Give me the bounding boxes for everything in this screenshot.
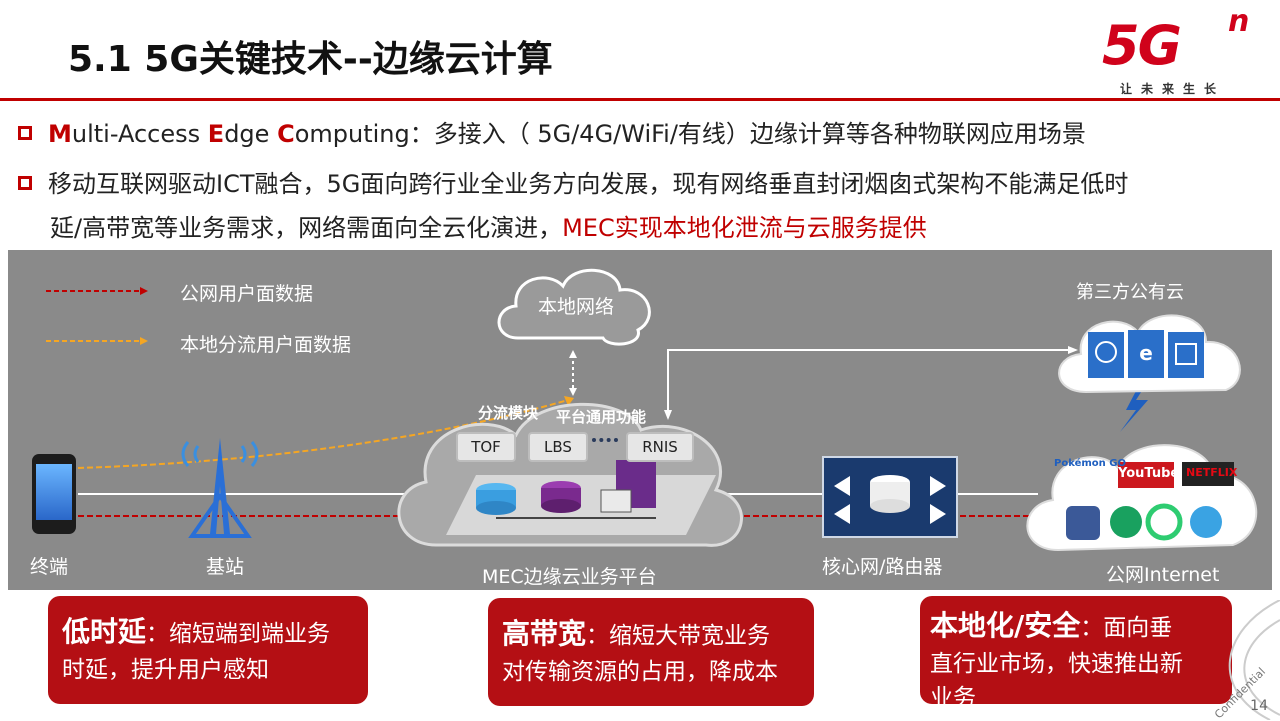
bullet-square-icon <box>18 126 32 140</box>
platform-functions-label: 平台通用功能 <box>556 408 647 426</box>
page-number: 14 <box>1250 698 1268 714</box>
mec-platform-label: MEC边缘云业务平台 <box>482 566 657 588</box>
mec-architecture-diagram: 公网用户面数据 本地分流用户面数据 本地网络 第三方公有云 e Pokémon … <box>8 250 1272 590</box>
router-arrows-icon <box>834 475 946 524</box>
brand-logo: 5G n 让未来生长 <box>1098 4 1273 96</box>
bullet-1-c: C <box>277 120 295 148</box>
terminal-label: 终端 <box>30 556 69 578</box>
callout-low-latency-text-2: 时延，提升用户感知 <box>62 657 269 683</box>
bullet-1-part: omputing：多接入（ 5G/4G/WiFi/有线）边缘计算等各种物联网应用… <box>294 120 1086 148</box>
legend-local-data: 本地分流用户面数据 <box>180 334 352 356</box>
app-pokemon-go: Pokémon GO <box>1054 458 1126 469</box>
local-network-label: 本地网络 <box>538 296 615 318</box>
page-title: 5.1 5G关键技术--边缘云计算 <box>68 39 553 80</box>
module-tof: TOF <box>456 432 516 462</box>
bullet-2-line-1: 移动互联网驱动ICT融合，5G面向跨行业全业务方向发展，现有网络垂直封闭烟囱式架… <box>48 170 1129 198</box>
header-divider <box>0 98 1280 101</box>
callout-localization-title: 本地化/安全 <box>930 609 1081 642</box>
core-router-icon <box>822 456 958 538</box>
base-station-icon <box>181 438 259 538</box>
core-router-label: 核心网/路由器 <box>822 556 943 578</box>
bullet-1-m: M <box>48 120 72 148</box>
app-youtube: YouTube <box>1118 466 1180 481</box>
phone-icon <box>32 454 76 534</box>
split-module-label: 分流模块 <box>478 404 539 422</box>
bullet-1-part: dge <box>224 120 278 148</box>
callout-high-bandwidth-title: 高带宽 <box>502 617 587 650</box>
more-modules-dots-icon <box>592 438 618 448</box>
app-netflix: NETFLIX <box>1186 466 1238 479</box>
bullet-2: 移动互联网驱动ICT融合，5G面向跨行业全业务方向发展，现有网络垂直封闭烟囱式架… <box>18 164 1128 199</box>
callout-high-bandwidth-text: ：缩短大带宽业务 <box>586 623 771 649</box>
bullet-2-highlight: MEC实现本地化泄流与云服务提供 <box>562 214 927 242</box>
callout-localization-security: 本地化/安全：面向垂 直行业市场，快速推出新 业务 <box>920 596 1232 711</box>
callout-localization-text-2: 直行业市场，快速推出新 <box>930 651 1183 677</box>
bullet-1: Multi-Access Edge Computing：多接入（ 5G/4G/W… <box>18 114 1086 149</box>
callout-localization-text: ：面向垂 <box>1080 615 1173 641</box>
logo-slogan: 让未来生长 <box>1120 82 1226 96</box>
public-cloud-icon: e <box>1058 314 1241 394</box>
third-party-cloud-label: 第三方公有云 <box>1076 282 1184 303</box>
logo-superscript: n <box>1228 4 1250 39</box>
internet-apps-cloud-icon <box>1026 444 1258 552</box>
svg-text:e: e <box>1139 341 1153 365</box>
bullet-1-part: ulti-Access <box>71 120 208 148</box>
module-rnis: RNIS <box>626 432 694 462</box>
legend-public-data: 公网用户面数据 <box>180 283 314 305</box>
callout-low-latency: 低时延：缩短端到端业务 时延，提升用户感知 <box>48 596 368 704</box>
callout-high-bandwidth-text-2: 对传输资源的占用，降成本 <box>502 659 778 685</box>
local-network-cloud-icon <box>497 268 651 346</box>
decorative-swirl-icon <box>1228 600 1280 720</box>
bullet-2-line-2: 延/高带宽等业务需求，网络需面向全云化演进， <box>50 214 563 242</box>
callout-high-bandwidth: 高带宽：缩短大带宽业务 对传输资源的占用，降成本 <box>488 598 814 706</box>
logo-5g-text: 5G <box>1102 14 1182 77</box>
base-station-label: 基站 <box>206 556 245 578</box>
callout-low-latency-title: 低时延 <box>62 615 147 648</box>
module-lbs: LBS <box>528 432 588 462</box>
callout-low-latency-text: ：缩短端到端业务 <box>146 621 331 647</box>
bullet-1-e: E <box>207 120 225 148</box>
internet-label: 公网Internet <box>1106 564 1220 586</box>
bullet-square-icon <box>18 176 32 190</box>
callout-localization-text-3: 业务 <box>930 685 976 711</box>
bullet-2-cont: 延/高带宽等业务需求，网络需面向全云化演进，MEC实现本地化泄流与云服务提供 <box>50 208 927 243</box>
